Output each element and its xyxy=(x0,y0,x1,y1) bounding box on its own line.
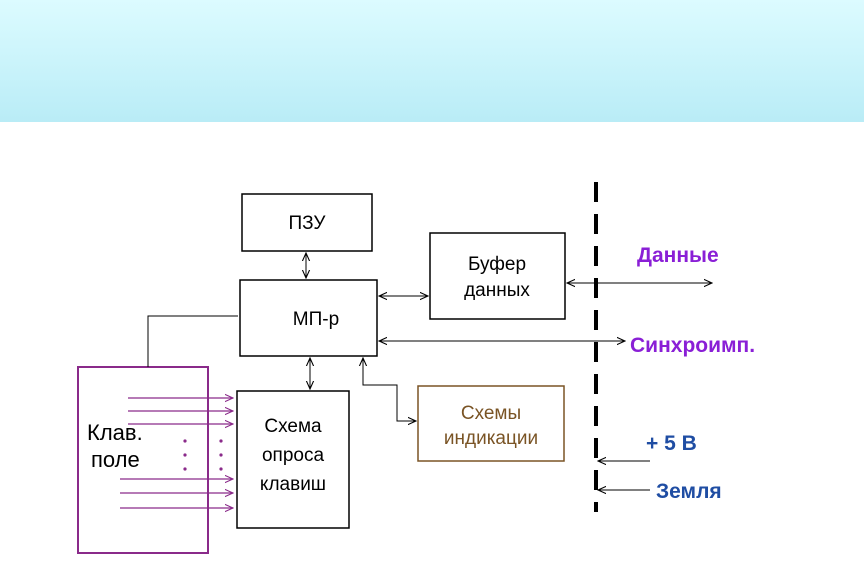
key-dots xyxy=(183,439,223,471)
data-label: Данные xyxy=(637,244,719,267)
buffer-box xyxy=(429,232,566,320)
power-label: + 5 В xyxy=(646,432,697,455)
scan-label-line3: клавиш xyxy=(260,474,326,495)
connections xyxy=(147,253,712,490)
rom-label: ПЗУ xyxy=(289,213,327,234)
sync-label: Синхроимп. xyxy=(630,334,755,357)
display-label-line1: Схемы xyxy=(461,403,521,424)
buffer-label-line1: Буфер xyxy=(468,254,526,275)
scan-box xyxy=(236,390,350,529)
cpu-box xyxy=(239,279,378,357)
display-box xyxy=(417,385,565,462)
scan-label-line1: Схема xyxy=(264,416,322,437)
keyboard-box xyxy=(77,366,209,554)
cpu-display-link xyxy=(363,358,416,421)
buffer-label-line2: данных xyxy=(464,280,530,301)
scan-label-line2: опроса xyxy=(262,445,324,466)
rom-box xyxy=(241,193,373,252)
display-label-line2: индикации xyxy=(444,428,538,449)
header-band xyxy=(0,0,864,122)
key-lines xyxy=(120,398,233,508)
cpu-label: МП-р xyxy=(293,309,339,330)
ground-label: Земля xyxy=(656,480,722,503)
keyboard-label-line2: поле xyxy=(91,447,140,472)
keyboard-cpu-link xyxy=(147,315,238,367)
